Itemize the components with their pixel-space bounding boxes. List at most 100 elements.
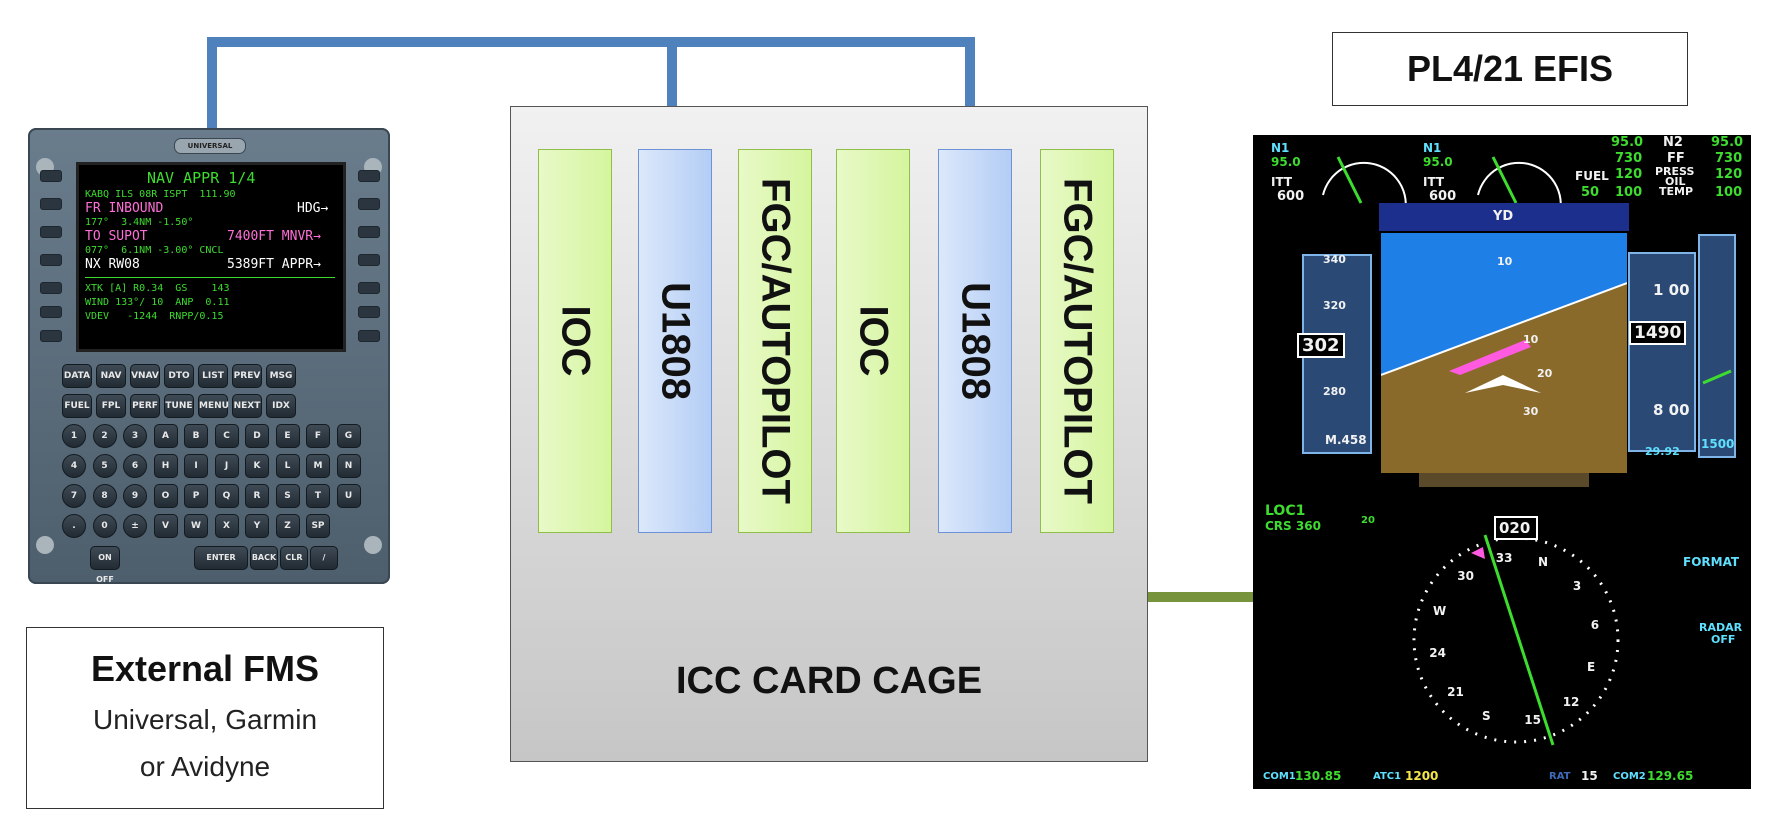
fms-key-v[interactable]: V [153, 514, 178, 538]
line-select-key-r4[interactable] [358, 254, 380, 266]
fms-key-r[interactable]: R [245, 484, 269, 508]
fms-key-g[interactable]: G [336, 424, 361, 448]
fms-key-i[interactable]: I [184, 454, 208, 478]
fms-key-n[interactable]: N [336, 454, 361, 478]
fms-key-x[interactable]: X [214, 514, 239, 538]
fms-key-p[interactable]: P [184, 484, 208, 508]
fms-key-dto[interactable]: DTO [164, 364, 194, 388]
line-select-key-l4[interactable] [40, 254, 62, 266]
line-select-key-r2[interactable] [358, 198, 380, 210]
fms-key-2[interactable]: 2 [92, 424, 117, 448]
pitch-10-down: 10 [1523, 333, 1539, 346]
fms-key-1[interactable]: 1 [62, 424, 86, 448]
com1-label: COM1 [1263, 771, 1296, 782]
line-select-key-r7[interactable] [358, 330, 380, 342]
line-select-key-l2[interactable] [40, 198, 62, 210]
fms-key-o[interactable]: O [153, 484, 178, 508]
fms-key-prev[interactable]: PREV [232, 364, 262, 388]
fms-key-data[interactable]: DATA [62, 364, 92, 388]
itt-right-label: ITT [1423, 175, 1445, 189]
fms-subtitle-line1: Universal, Garmin [92, 704, 318, 735]
fms-key-5[interactable]: 5 [92, 454, 117, 478]
fms-key-j[interactable]: J [214, 454, 239, 478]
card-ioc-4: IOC [836, 149, 910, 533]
fms-key-u[interactable]: U [336, 484, 361, 508]
fms-key-back[interactable]: BACK [250, 546, 278, 570]
fms-key-[interactable]: ± [123, 514, 147, 538]
fms-key-y[interactable]: Y [245, 514, 269, 538]
efis-display: N1 95.0 ITT 600 N1 95.0 ITT 600 95.0 N2 … [1253, 135, 1751, 789]
fms-key-w[interactable]: W [184, 514, 208, 538]
fms-key-idx[interactable]: IDX [266, 394, 296, 418]
line-select-key-r5[interactable] [358, 282, 380, 294]
efis-title-box: PL4/21 EFIS [1332, 32, 1688, 106]
efis-graphics [1302, 156, 1736, 746]
fuel-label: FUEL [1575, 169, 1609, 183]
fms-key-a[interactable]: A [153, 424, 178, 448]
fms-screw-br [364, 536, 382, 554]
fms-key-7[interactable]: 7 [62, 484, 86, 508]
line-select-key-r3[interactable] [358, 226, 380, 238]
fms-screen-line5: 077° 6.1NM -3.00° CNCL [85, 245, 224, 256]
fms-key-m[interactable]: M [306, 454, 330, 478]
n2-label: N2 [1663, 135, 1683, 150]
fms-key-c[interactable]: C [214, 424, 239, 448]
fms-key-e[interactable]: E [275, 424, 300, 448]
line-select-key-r6[interactable] [358, 306, 380, 318]
fms-key-fuel[interactable]: FUEL [62, 394, 92, 418]
fms-key-b[interactable]: B [184, 424, 208, 448]
n1-needle-left [1336, 156, 1363, 204]
itt-left-value: 600 [1277, 189, 1305, 204]
fms-key-msg[interactable]: MSG [266, 364, 296, 388]
line-select-key-r1[interactable] [358, 170, 380, 182]
fms-key-9[interactable]: 9 [123, 484, 147, 508]
line-select-key-l1[interactable] [40, 170, 62, 182]
fms-key-z[interactable]: Z [275, 514, 300, 538]
fms-key-vnav[interactable]: VNAV [130, 364, 160, 388]
fms-screen-header: NAV APPR 1/4 [147, 169, 256, 187]
card-label: FGC/AUTOPILOT [753, 178, 798, 504]
fms-key-k[interactable]: K [245, 454, 269, 478]
fms-key-clr[interactable]: CLR [280, 546, 308, 570]
fms-key-nav[interactable]: NAV [96, 364, 126, 388]
temp-right-value: 100 [1715, 185, 1743, 200]
itt-right-value: 600 [1429, 189, 1457, 204]
fms-screen-line6-left: NX RW08 [85, 257, 140, 272]
line-select-key-l6[interactable] [40, 306, 62, 318]
fms-key-s[interactable]: S [275, 484, 300, 508]
fms-key-q[interactable]: Q [214, 484, 239, 508]
fms-key-8[interactable]: 8 [92, 484, 117, 508]
fms-subtitle-line2: or Avidyne [139, 751, 271, 782]
fms-key-perf[interactable]: PERF [130, 394, 160, 418]
fms-key-onoff[interactable]: ON OFF [90, 546, 120, 584]
fms-key-enter[interactable]: ENTER [194, 546, 248, 570]
line-select-key-l3[interactable] [40, 226, 62, 238]
fms-key-[interactable]: / [310, 546, 338, 570]
fms-key-t[interactable]: T [306, 484, 330, 508]
fms-key-f[interactable]: F [306, 424, 330, 448]
fms-key-sp[interactable]: SP [306, 514, 330, 538]
fms-key-[interactable]: . [62, 514, 86, 538]
fms-key-4[interactable]: 4 [62, 454, 86, 478]
fms-key-tune[interactable]: TUNE [164, 394, 194, 418]
speed-current: 302 [1297, 333, 1345, 358]
line-select-key-l5[interactable] [40, 282, 62, 294]
compass-label-6: 6 [1590, 617, 1600, 632]
fms-key-0[interactable]: 0 [92, 514, 117, 538]
fms-key-h[interactable]: H [153, 454, 178, 478]
fms-device: UNIVERSAL NAV APPR 1/4 KABQ ILS 08R ISPT… [28, 128, 390, 584]
fms-key-d[interactable]: D [245, 424, 269, 448]
fms-screen-line2-right: HDG→ [297, 201, 329, 216]
fms-key-fpl[interactable]: FPL [96, 394, 126, 418]
card-label: FGC/AUTOPILOT [1055, 178, 1100, 504]
fms-key-list[interactable]: LIST [198, 364, 228, 388]
fms-screen-line4-right: 7400FT MNVR→ [227, 229, 321, 244]
fms-screen-divider [85, 277, 335, 278]
fms-key-l[interactable]: L [275, 454, 300, 478]
fms-key-3[interactable]: 3 [123, 424, 147, 448]
fms-key-6[interactable]: 6 [123, 454, 147, 478]
radar-label: RADAR [1699, 621, 1743, 634]
fms-key-next[interactable]: NEXT [232, 394, 262, 418]
line-select-key-l7[interactable] [40, 330, 62, 342]
fms-key-menu[interactable]: MENU [198, 394, 229, 418]
